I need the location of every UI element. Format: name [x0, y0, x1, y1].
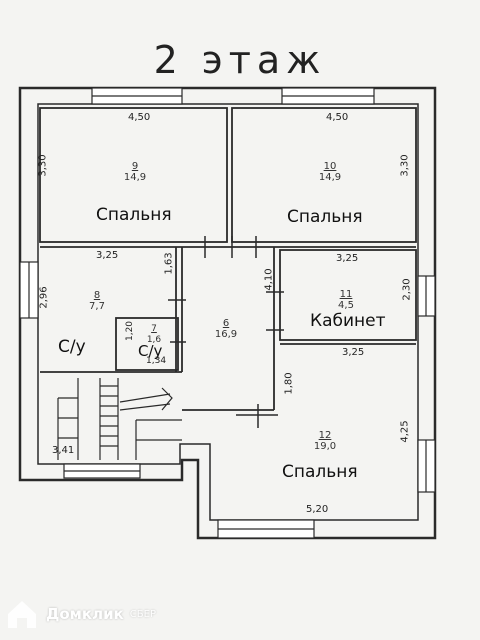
bath-label: С/у: [58, 337, 86, 357]
office-area: 4,5: [338, 300, 354, 311]
door-marks: [168, 236, 284, 428]
bedroom2-depth: 3,30: [399, 154, 411, 177]
bedroom2-width: 4,50: [326, 112, 349, 123]
office-label: Кабинет: [310, 311, 386, 331]
bath-width: 3,25: [96, 250, 119, 261]
bedroom3-bottom: 5,20: [306, 504, 329, 515]
bedroom2-area: 14,9: [318, 172, 342, 183]
office-depth: 2,30: [401, 278, 413, 301]
bedroom2-number: 10: [323, 161, 337, 172]
bedroom3-tag: 12 19,0: [300, 430, 350, 452]
staircase: [57, 378, 182, 460]
bedroom3-number: 12: [318, 430, 332, 441]
bedroom3-label: Спальня: [282, 462, 358, 482]
bath2-depth: 1,20: [125, 320, 136, 342]
bedroom2-tag: 10 14,9: [305, 161, 355, 183]
bedroom3-area: 19,0: [313, 441, 337, 452]
hall-number: 6: [222, 318, 230, 329]
floor-title: 2 этаж: [153, 38, 327, 82]
stairs-width: 3,41: [52, 445, 75, 456]
bedroom1-depth: 3,30: [37, 154, 49, 177]
bedroom1-area: 14,9: [123, 172, 147, 183]
bedroom2-label: Спальня: [287, 207, 363, 227]
hall-depth: 4,10: [263, 268, 275, 291]
home-icon: [8, 601, 36, 628]
bath-side: 1,63: [163, 252, 175, 275]
office-tag: 11 4,5: [324, 289, 368, 311]
hall-side: 1,80: [283, 372, 295, 395]
bedroom3-width: 3,25: [342, 347, 365, 358]
bedroom3-depth: 4,25: [399, 420, 411, 443]
bath-number: 8: [93, 290, 101, 301]
bath2-width: 1,34: [146, 356, 167, 366]
bedroom1-number: 9: [131, 161, 139, 172]
bath-depth: 2,96: [38, 286, 50, 309]
bedroom1-label: Спальня: [96, 205, 172, 225]
windows: [19, 87, 436, 539]
watermark: Домклик СБЕР: [4, 596, 156, 632]
bath-area: 7,7: [89, 301, 105, 312]
hall-area: 16,9: [214, 329, 238, 340]
bath2-label: С/у: [138, 342, 163, 360]
watermark-brand: Домклик: [46, 605, 124, 623]
bath2-area: 1,6: [146, 335, 162, 345]
office-width: 3,25: [336, 253, 359, 264]
hall-tag: 6 16,9: [204, 318, 248, 340]
bedroom1-width: 4,50: [128, 112, 151, 123]
watermark-sub: СБЕР: [129, 608, 156, 620]
bath-tag: 8 7,7: [72, 290, 122, 312]
bedroom1-tag: 9 14,9: [110, 161, 160, 183]
bath2-tag: 7 1,6: [136, 324, 172, 346]
office-number: 11: [339, 289, 353, 300]
bath2-number: 7: [151, 324, 157, 334]
